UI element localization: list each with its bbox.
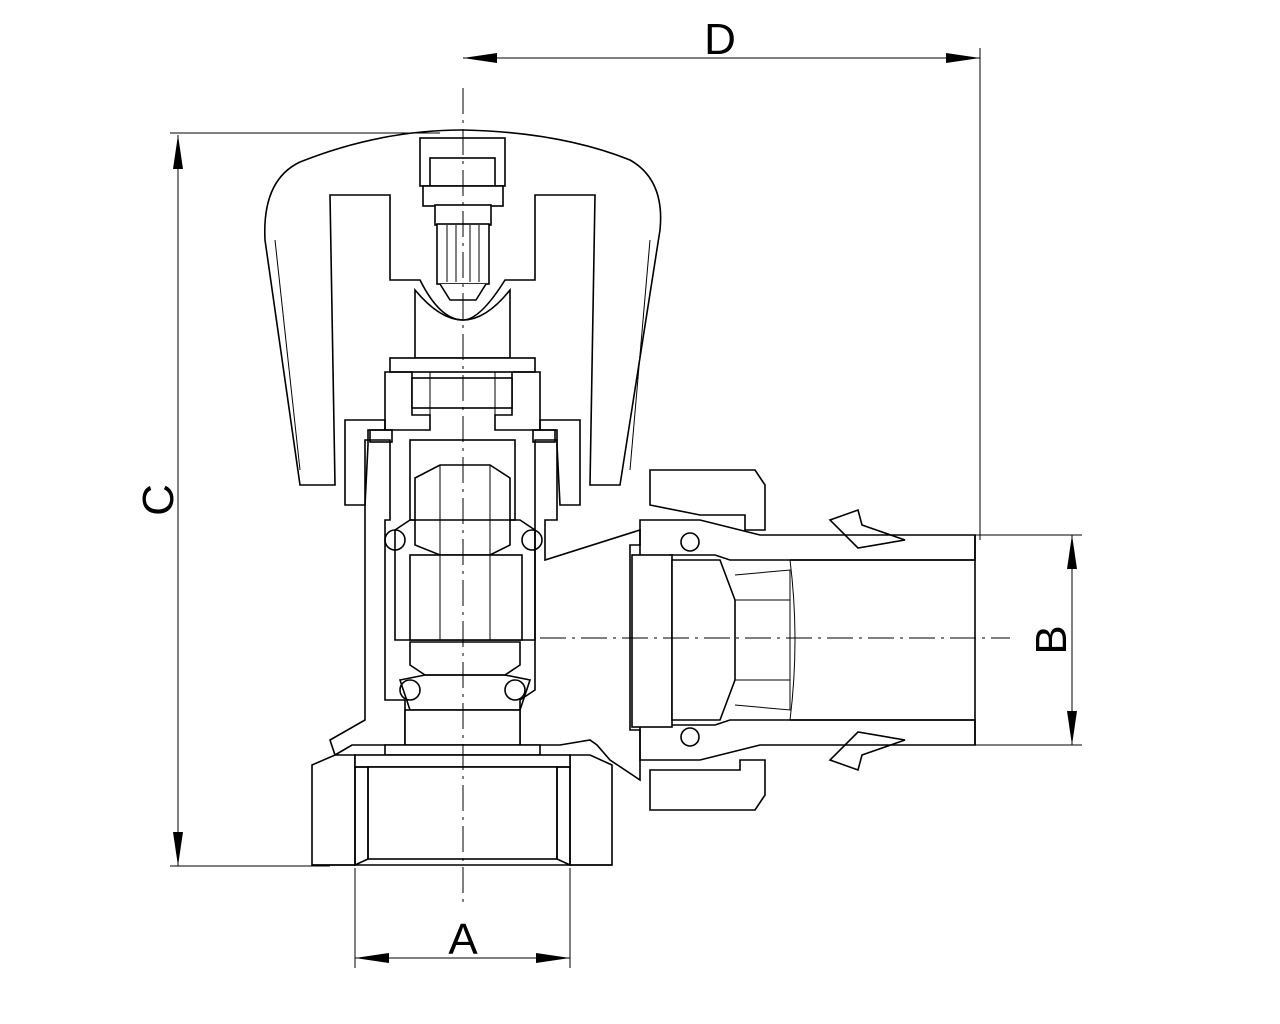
valve-body: [329, 439, 641, 782]
dimension-label-a: A: [448, 915, 478, 964]
dimension-b: B: [975, 534, 1082, 746]
dimension-label-d: D: [704, 15, 736, 64]
dimension-label-c: C: [134, 484, 183, 516]
dimension-d: D: [463, 15, 981, 540]
side-union: [631, 469, 976, 811]
bonnet: [344, 357, 581, 506]
bottom-connector: [311, 754, 613, 867]
dimension-a: A: [354, 868, 571, 968]
dimension-label-b: B: [1027, 625, 1076, 654]
dimension-c: C: [134, 132, 440, 867]
centerlines: [462, 88, 1010, 905]
handwheel: [264, 129, 662, 486]
